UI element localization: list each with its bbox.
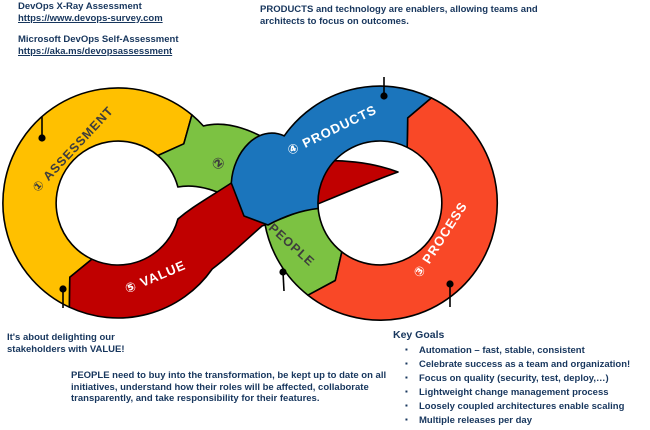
- key-goal-item: ▪ Multiple releases per day: [405, 413, 648, 427]
- key-goal-text: Lightweight change management process: [419, 387, 609, 398]
- callout-people: [279, 268, 287, 292]
- key-goal-text: Automation – fast, stable, consistent: [419, 345, 585, 356]
- bullet-icon: ▪: [405, 415, 408, 424]
- ms-selfassessment-link[interactable]: https://aka.ms/devopsassessment: [18, 45, 173, 57]
- callout-dot-products: [380, 92, 388, 100]
- bullet-icon: ▪: [405, 359, 408, 368]
- key-goal-item: ▪ Automation – fast, stable, consistent: [405, 343, 648, 357]
- bullet-icon: ▪: [405, 387, 408, 396]
- key-goals-block: Key Goals ▪ Automation – fast, stable, co…: [393, 329, 648, 427]
- callout-process: [446, 280, 454, 307]
- key-goal-item: ▪ Lightweight change management process: [405, 385, 648, 399]
- key-goals-list: ▪ Automation – fast, stable, consistent ▪…: [393, 343, 648, 427]
- devops-xray-title: DevOps X-Ray Assessment: [18, 1, 142, 12]
- key-goal-item: ▪ Loosely coupled architectures enable sc…: [405, 399, 648, 413]
- assessment-segment: [2, 87, 193, 308]
- callout-assessment: [38, 117, 46, 142]
- bullet-icon: ▪: [405, 401, 408, 410]
- bullet-icon: ▪: [405, 373, 408, 382]
- key-goal-text: Loosely coupled architectures enable sca…: [419, 401, 625, 412]
- key-goal-text: Focus on quality (security, test, deploy…: [419, 373, 609, 384]
- ms-selfassessment-title: Microsoft DevOps Self-Assessment: [18, 34, 179, 45]
- callout-value: [59, 285, 67, 308]
- callout-dot-assessment: [38, 134, 46, 142]
- callout-products: [380, 77, 388, 100]
- callout-dot-people: [279, 268, 287, 276]
- assessment-links-block: DevOps X-Ray Assessment https://www.devo…: [18, 1, 179, 57]
- process-segment: [307, 97, 499, 321]
- people-note: PEOPLE need to buy into the transformati…: [71, 370, 387, 404]
- callout-dot-value: [59, 285, 67, 293]
- bullet-icon: ▪: [405, 345, 408, 354]
- value-note: It's about delighting our stakeholders w…: [7, 332, 125, 355]
- key-goal-text: Multiple releases per day: [419, 415, 532, 426]
- devops-xray-link[interactable]: https://www.devops-survey.com: [18, 12, 163, 24]
- key-goals-title: Key Goals: [393, 329, 445, 341]
- products-segment: [230, 85, 433, 226]
- key-goal-item: ▪ Celebrate success as a team and organiz…: [405, 357, 648, 371]
- key-goal-item: ▪ Focus on quality (security, test, deplo…: [405, 371, 648, 385]
- callout-dot-process: [446, 280, 454, 288]
- key-goal-text: Celebrate success as a team and organiza…: [419, 359, 631, 370]
- products-note: PRODUCTS and technology are enablers, al…: [260, 4, 538, 27]
